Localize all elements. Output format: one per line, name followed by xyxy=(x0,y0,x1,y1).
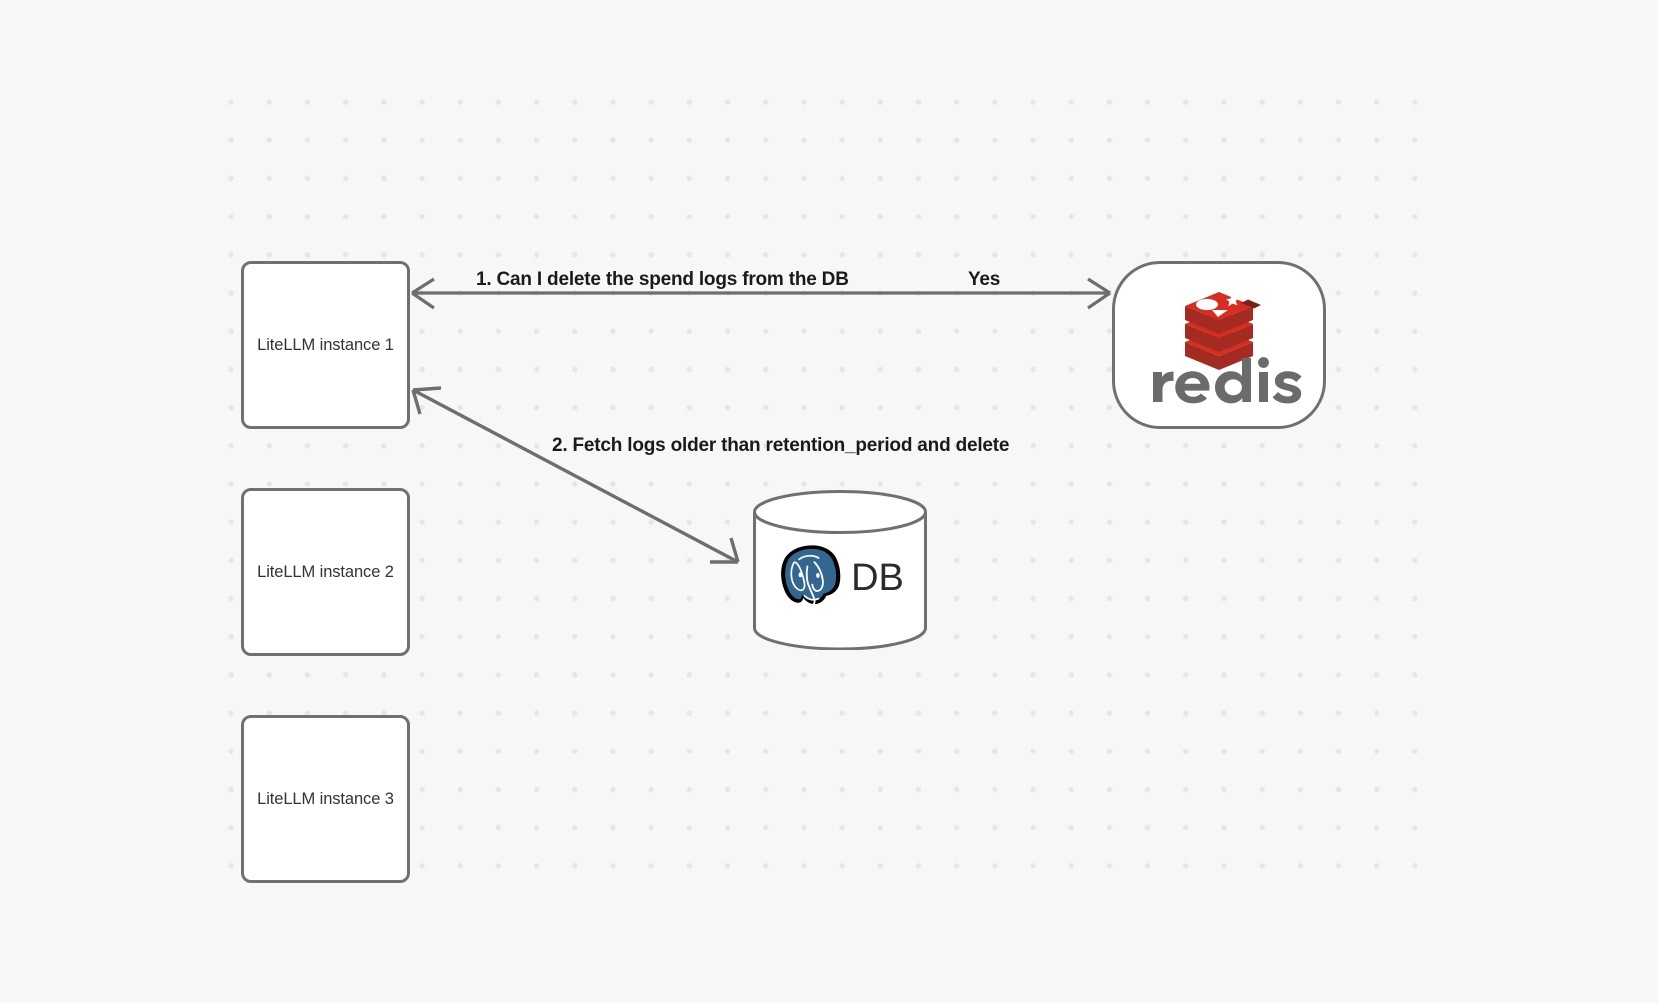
arrowhead-downright-db xyxy=(710,537,740,564)
node-database[interactable]: DB xyxy=(752,490,928,650)
db-content: DB xyxy=(752,532,928,624)
edge-label-yes: Yes xyxy=(968,269,1001,290)
edge-label-step-2: 2. Fetch logs older than retention_perio… xyxy=(552,435,1010,456)
node-litellm-instance-3[interactable]: LiteLLM instance 3 xyxy=(241,715,410,883)
arrowhead-right-redis xyxy=(1087,277,1111,310)
redis-notch-detail xyxy=(1241,299,1261,309)
node-litellm-instance-1[interactable]: LiteLLM instance 1 xyxy=(241,261,410,429)
edge-label-step-1: 1. Can I delete the spend logs from the … xyxy=(476,269,849,290)
redis-cube-top xyxy=(1185,292,1261,334)
node-litellm-instance-2[interactable]: LiteLLM instance 2 xyxy=(241,488,410,656)
redis-logo-icon xyxy=(1153,292,1302,404)
edge-litellm1-redis xyxy=(411,277,1111,310)
redis-ellipse-detail xyxy=(1196,298,1218,311)
arrowhead-upleft-litellm1 xyxy=(411,386,442,415)
postgresql-elephant-icon xyxy=(781,545,841,607)
db-label: DB xyxy=(851,557,904,599)
redis-star-detail xyxy=(1226,294,1239,307)
node-litellm-instance-2-label: LiteLLM instance 2 xyxy=(257,562,394,581)
node-litellm-instance-3-label: LiteLLM instance 3 xyxy=(257,789,394,808)
edge-litellm1-db xyxy=(411,386,740,564)
node-litellm-instance-1-label: LiteLLM instance 1 xyxy=(257,335,394,354)
arrowhead-left-litellm1 xyxy=(411,277,435,310)
node-redis[interactable] xyxy=(1112,261,1326,429)
redis-wordmark xyxy=(1153,357,1302,404)
redis-triangle-detail xyxy=(1212,310,1228,317)
